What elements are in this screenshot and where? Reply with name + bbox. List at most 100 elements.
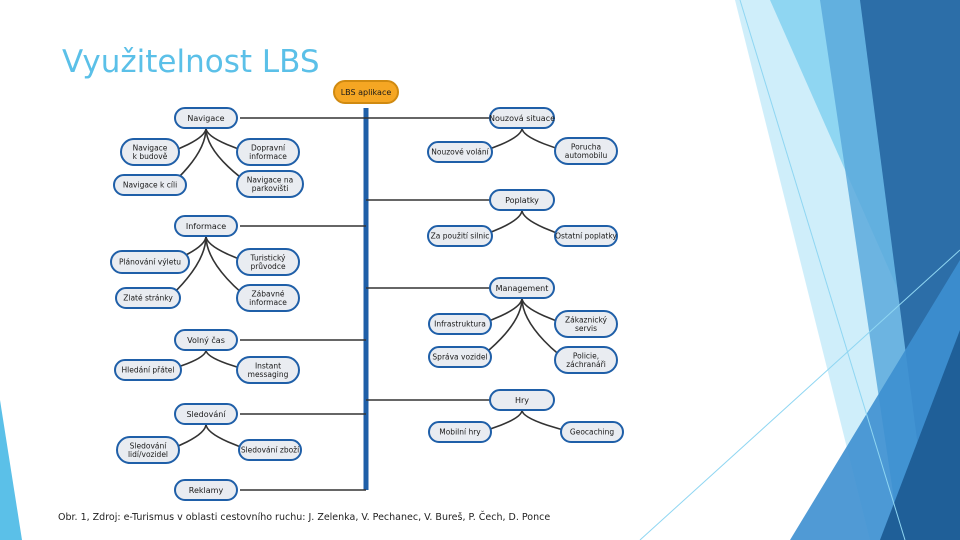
node-reklamy: Reklamy — [174, 479, 238, 501]
node-ostatni-poplatky: Ostatní poplatky — [554, 225, 618, 247]
node-navigace-k-cili-label: Navigace k cíli — [123, 181, 177, 190]
node-policie-zachranari: Policie,záchranáři — [554, 346, 618, 374]
node-poplatky: Poplatky — [489, 189, 555, 211]
node-hry-shape — [489, 389, 555, 411]
node-sprava-vozidel: Správa vozidel — [428, 346, 492, 368]
node-nouzove-volani-label: Nouzové volání — [431, 148, 489, 157]
node-infrastruktura-shape — [428, 313, 492, 335]
deco-line-2 — [639, 249, 960, 540]
node-hledani-pratel-label: Hledání přátel — [122, 366, 175, 375]
node-navigace-label: Navigace — [187, 114, 224, 123]
node-geocaching-shape — [560, 421, 624, 443]
node-sledovani-zbozi-shape — [238, 439, 302, 461]
node-planovani-vyletu-label: Plánování výletu — [119, 258, 181, 267]
node-zlate-stranky: Zlaté stránky — [115, 287, 181, 309]
node-infrastruktura: Infrastruktura — [428, 313, 492, 335]
node-mobilni-hry-label: Mobilní hry — [439, 428, 481, 437]
node-reklamy-shape — [174, 479, 238, 501]
node-zlate-stranky-shape — [115, 287, 181, 309]
node-informace-shape — [174, 215, 238, 237]
node-sledovani-lidi-vozidel-shape — [116, 436, 180, 464]
node-sprava-vozidel-shape — [428, 346, 492, 368]
node-sprava-vozidel-label: Správa vozidel — [432, 353, 487, 362]
deco-line — [739, 0, 906, 540]
node-planovani-vyletu: Plánování výletu — [110, 250, 190, 274]
node-navigace-shape — [174, 107, 238, 129]
node-hledani-pratel-shape — [114, 359, 182, 381]
node-management-shape — [489, 277, 555, 299]
node-za-pouziti-silnic-shape — [427, 225, 493, 247]
node-turisticky-pruvodce-shape — [236, 248, 300, 276]
node-zlate-stranky-label: Zlaté stránky — [123, 294, 173, 303]
root-node-lbs-aplikace-shape — [333, 80, 399, 104]
node-informace: Informace — [174, 215, 238, 237]
node-navigace-na-parkovisti-shape — [236, 170, 304, 198]
node-za-pouziti-silnic: Za použití silnic — [427, 225, 493, 247]
node-informace-label: Informace — [186, 222, 226, 231]
slide-title: Využitelnost LBS — [62, 44, 320, 80]
node-hry-label: Hry — [515, 396, 529, 405]
node-nouzove-volani-shape — [427, 141, 493, 163]
node-volny-cas: Volný čas — [174, 329, 238, 351]
node-volny-cas-label: Volný čas — [187, 335, 225, 345]
node-mobilni-hry: Mobilní hry — [428, 421, 492, 443]
node-hledani-pratel: Hledání přátel — [114, 359, 182, 381]
node-geocaching-label: Geocaching — [570, 428, 614, 437]
figure-caption: Obr. 1, Zdroj: e-Turismus v oblasti cest… — [58, 512, 551, 523]
node-nouzova-situace-shape — [489, 107, 555, 129]
node-navigace-k-cili-shape — [113, 174, 187, 196]
node-management-label: Management — [496, 284, 549, 293]
node-zabavne-informace-shape — [236, 284, 300, 312]
root-node-lbs-aplikace: LBS aplikace — [333, 80, 399, 104]
node-nouzova-situace: Nouzová situace — [489, 107, 555, 129]
node-sledovani-label: Sledování — [186, 410, 226, 419]
deco-shape-bottom-dark — [880, 330, 960, 540]
diagram-edges — [167, 108, 573, 491]
node-infrastruktura-label: Infrastruktura — [434, 320, 486, 329]
node-policie-zachranari-shape — [554, 346, 618, 374]
node-dopravni-informace-shape — [236, 138, 300, 166]
node-management: Management — [489, 277, 555, 299]
node-nouzova-situace-label: Nouzová situace — [489, 114, 555, 123]
root-node-lbs-aplikace-label: LBS aplikace — [341, 88, 392, 97]
node-poplatky-shape — [489, 189, 555, 211]
node-zakaznicky-servis-shape — [554, 310, 618, 338]
node-sledovani-shape — [174, 403, 238, 425]
node-ostatni-poplatky-shape — [554, 225, 618, 247]
node-porucha-automobilu-shape — [554, 137, 618, 165]
node-sledovani-zbozi-label: Sledování zboží — [241, 446, 300, 455]
node-poplatky-label: Poplatky — [505, 196, 539, 205]
node-geocaching: Geocaching — [560, 421, 624, 443]
node-navigace-k-cili: Navigace k cíli — [113, 174, 187, 196]
deco-shape-left — [0, 400, 22, 540]
node-sledovani: Sledování — [174, 403, 238, 425]
node-nouzove-volani: Nouzové volání — [427, 141, 493, 163]
node-navigace: Navigace — [174, 107, 238, 129]
node-policie-zachranari-label: Policie,záchranáři — [566, 352, 606, 369]
node-reklamy-label: Reklamy — [189, 486, 224, 495]
node-ostatni-poplatky-label: Ostatní poplatky — [555, 232, 617, 241]
node-sledovani-zbozi: Sledování zboží — [238, 439, 302, 461]
node-za-pouziti-silnic-label: Za použití silnic — [431, 232, 490, 241]
